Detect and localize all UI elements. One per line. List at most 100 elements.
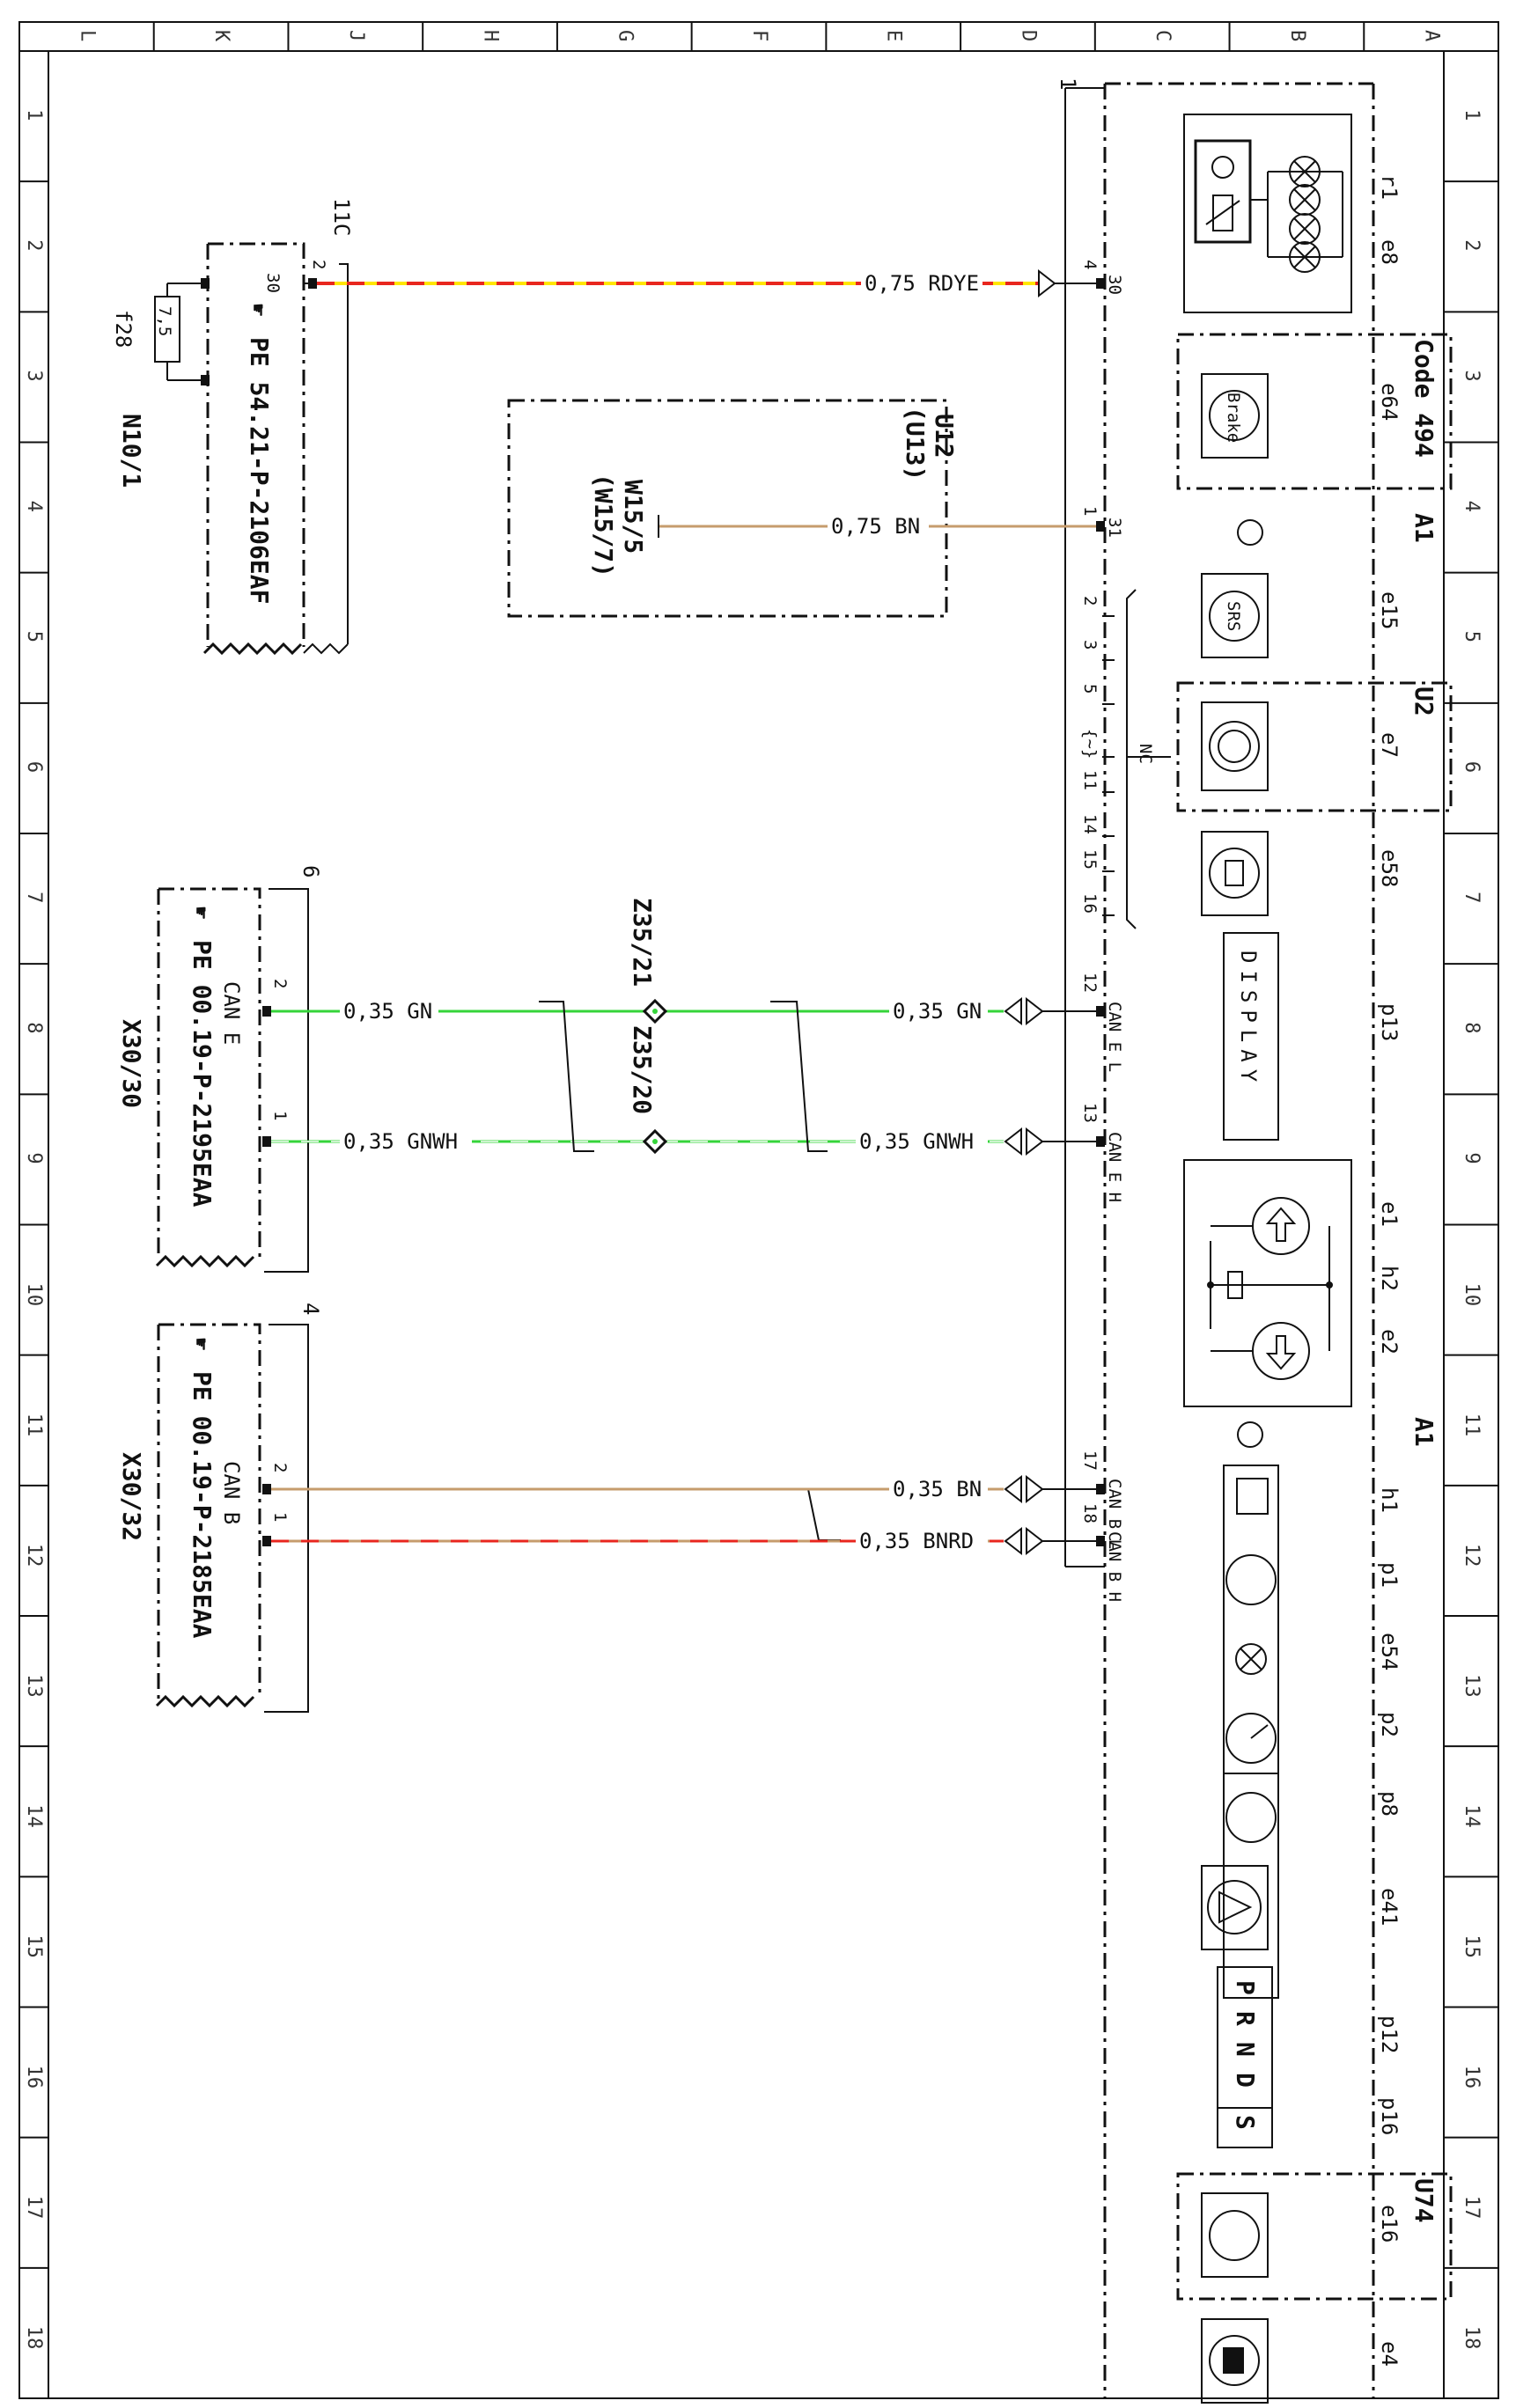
grid-row-label: 6 bbox=[23, 761, 45, 773]
grid-row-label: 1 bbox=[1461, 109, 1483, 121]
gear-display-box bbox=[1217, 1966, 1273, 2148]
gauge-icon-p2 bbox=[1225, 1713, 1277, 1764]
splice-z35-20-label: Z35/20 bbox=[628, 1025, 657, 1114]
grid-row-label: 4 bbox=[1461, 501, 1483, 512]
x3032-pin-1: 1 bbox=[270, 1512, 290, 1522]
gear-n: N bbox=[1231, 2042, 1260, 2057]
wire-can-b-high bbox=[271, 1526, 1105, 1556]
x3032-reference: PE 00.19-P-2185EAA bbox=[188, 1371, 217, 1639]
a1-pin-17: 17 bbox=[1080, 1450, 1100, 1471]
a1-pin-1: 1 bbox=[1080, 506, 1100, 516]
grid-row-label: 10 bbox=[23, 1283, 45, 1307]
x3032-name: X30/32 bbox=[117, 1452, 146, 1541]
srs-label: SRS bbox=[1224, 601, 1243, 631]
nc-pin-7: 15 bbox=[1080, 849, 1100, 870]
n10-pin-30: 30 bbox=[263, 273, 283, 293]
lamp-icon-1 bbox=[1289, 156, 1321, 187]
gear-p: P bbox=[1231, 1980, 1260, 1995]
grid-column-label: G bbox=[614, 30, 636, 41]
fuse-value: 7,5 bbox=[155, 306, 174, 336]
e1-label: e1 bbox=[1377, 1201, 1402, 1227]
diagram-frame bbox=[18, 21, 1499, 2399]
grid-row-label: 3 bbox=[1461, 370, 1483, 381]
gauges-column bbox=[1223, 1465, 1279, 1999]
wire-gnwh-left-label: 0,35 GNWH bbox=[343, 1129, 458, 1154]
e15-label: e15 bbox=[1377, 591, 1402, 629]
grid-column-label: F bbox=[748, 30, 770, 41]
grid-row-label: 14 bbox=[1461, 1804, 1483, 1828]
grid-row-label: 18 bbox=[1461, 2326, 1483, 2350]
grid-row-ticks bbox=[19, 180, 1498, 2269]
w15-5-name: W15/5 bbox=[619, 480, 648, 554]
arrow-can-bh-right bbox=[1026, 1526, 1044, 1556]
grid-row-label: 1 bbox=[23, 109, 45, 121]
wire-rdye bbox=[317, 268, 1105, 298]
grid-row-label: 15 bbox=[1461, 1934, 1483, 1958]
wire-rdye-label: 0,75 RDYE bbox=[865, 271, 979, 296]
arrow-can-el-left bbox=[1004, 996, 1022, 1026]
e58-label: e58 bbox=[1377, 849, 1402, 887]
e41-label: e41 bbox=[1377, 1888, 1402, 1926]
arrow-rdye bbox=[1038, 268, 1056, 298]
e8-label: e8 bbox=[1377, 239, 1402, 265]
grid-row-label: 8 bbox=[1461, 1022, 1483, 1033]
hand-icon-x3030: ☛ bbox=[188, 907, 213, 919]
a1-pin-13: 13 bbox=[1080, 1103, 1100, 1123]
brake-warning-icon bbox=[1201, 373, 1269, 459]
grid-row-label: 11 bbox=[1461, 1413, 1483, 1437]
nc-bracket bbox=[1102, 589, 1171, 929]
fuel-reserve-icon-e4 bbox=[1201, 2318, 1269, 2404]
a1-connector-outline bbox=[1064, 87, 1105, 1567]
a1-cluster-outline bbox=[1103, 82, 1375, 2398]
a1-signal-30: 30 bbox=[1105, 275, 1124, 295]
lamp-icon-3 bbox=[1289, 213, 1321, 245]
grid-row-label: 12 bbox=[1461, 1544, 1483, 1567]
engine-icon-e58 bbox=[1201, 831, 1269, 916]
sensor-icon-r1 bbox=[1211, 156, 1234, 179]
grid-row-label: 13 bbox=[23, 1674, 45, 1698]
speaker-icon-h1 bbox=[1236, 1478, 1269, 1515]
a1-signal-can-bl: CAN B L bbox=[1105, 1479, 1124, 1549]
e2-label: e2 bbox=[1377, 1329, 1402, 1354]
wire-bn-075-label: 0,75 BN bbox=[831, 514, 920, 539]
a1-connector-number: 1 bbox=[1056, 77, 1080, 90]
grid-column-label: J bbox=[345, 30, 367, 41]
wire-bn-075 bbox=[658, 512, 1105, 540]
lamp-icon-4 bbox=[1289, 241, 1321, 273]
arrow-can-eh-left bbox=[1004, 1127, 1022, 1156]
gear-r: R bbox=[1231, 2011, 1260, 2026]
nc-pin-2: 3 bbox=[1080, 640, 1100, 650]
x3030-name: X30/30 bbox=[117, 1019, 146, 1108]
arrow-up-icon bbox=[1252, 1197, 1310, 1255]
u2-box bbox=[1176, 681, 1453, 812]
nc-pin-3: 5 bbox=[1080, 684, 1100, 694]
arrow-down-icon bbox=[1252, 1322, 1310, 1380]
r1-e8-block bbox=[1183, 114, 1352, 313]
grid-column-label: B bbox=[1286, 30, 1308, 41]
n10-module bbox=[154, 242, 349, 656]
n10-reference: PE 54.21-P-2106EAF bbox=[245, 337, 274, 604]
grid-row-label: 16 bbox=[1461, 2066, 1483, 2089]
grid-row-label: 16 bbox=[23, 2066, 45, 2089]
grid-row-label: 4 bbox=[23, 501, 45, 512]
fuse-name: f28 bbox=[111, 310, 136, 348]
p8-label: p8 bbox=[1377, 1791, 1402, 1817]
ground-icon-1 bbox=[1237, 519, 1263, 546]
r1-label: r1 bbox=[1377, 174, 1402, 200]
a1-signal-31: 31 bbox=[1105, 518, 1124, 538]
grid-row-label: 7 bbox=[1461, 892, 1483, 903]
u74-label: U74 bbox=[1409, 2178, 1439, 2223]
turn-signal-block bbox=[1183, 1159, 1352, 1407]
x3032-connector-number: 4 bbox=[298, 1303, 323, 1315]
nc-pin-5: 11 bbox=[1080, 770, 1100, 790]
e7-label: e7 bbox=[1377, 732, 1402, 758]
a1-name-bottom: A1 bbox=[1409, 1417, 1439, 1447]
grid-row-label: 2 bbox=[23, 239, 45, 251]
e16-label: e16 bbox=[1377, 2205, 1402, 2243]
grid-column-label: K bbox=[210, 30, 232, 42]
grid-row-label: 17 bbox=[23, 2196, 45, 2220]
brake-pad-icon bbox=[1201, 701, 1269, 791]
u12-name: U12 bbox=[930, 414, 959, 459]
display-box bbox=[1223, 932, 1279, 1141]
grid-row-label: 12 bbox=[23, 1544, 45, 1567]
